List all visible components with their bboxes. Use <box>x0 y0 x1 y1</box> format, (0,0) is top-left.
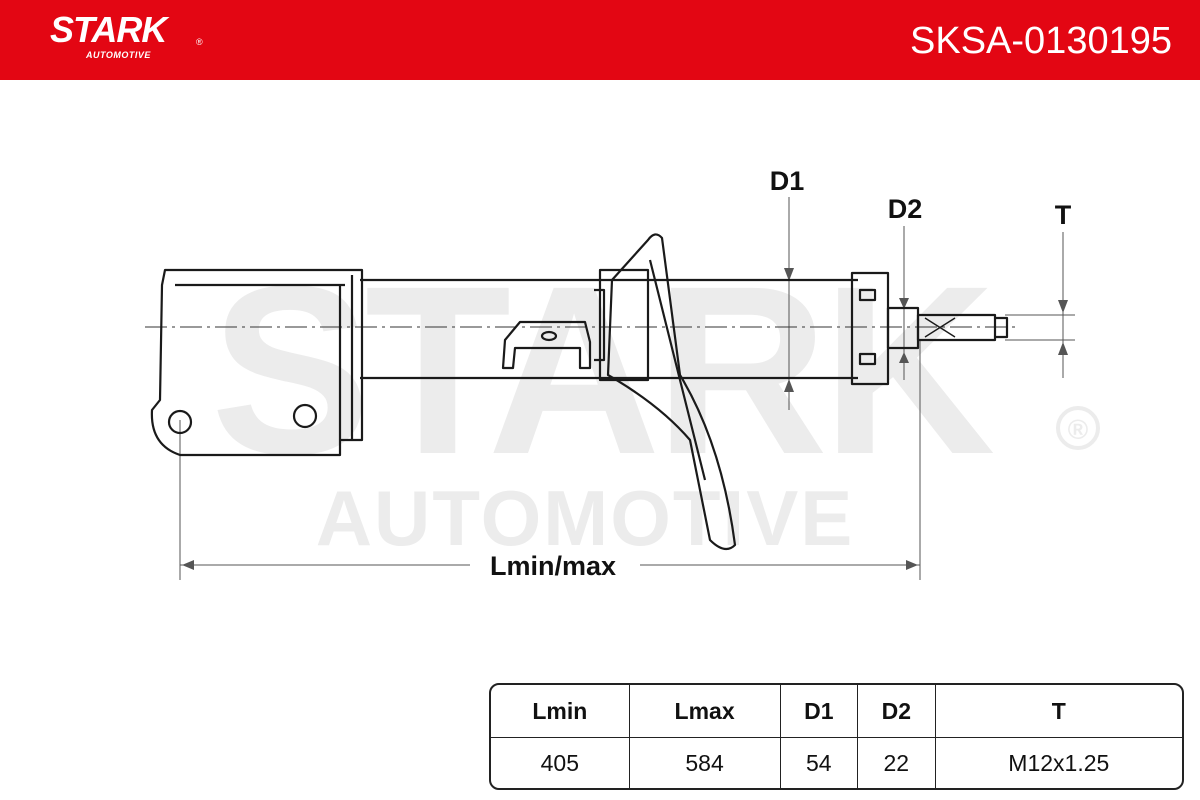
shock-absorber-diagram: STARK AUTOMOTIVE ® <box>145 166 1100 581</box>
spec-value-t: M12x1.25 <box>1008 749 1110 776</box>
piston-rod-thread <box>916 313 997 342</box>
upper-nut-collar <box>850 271 890 386</box>
label-d1: D1 <box>770 166 805 196</box>
logo-registered-mark: ® <box>196 37 203 47</box>
logo-subtext: AUTOMOTIVE <box>86 50 151 60</box>
spec-value-d2: 22 <box>858 738 936 788</box>
dimension-arrows <box>182 268 1068 570</box>
part-number: SKSA-0130195 <box>910 20 1172 62</box>
label-length: Lmin/max <box>490 551 616 581</box>
spec-value-lmin: 405 <box>491 738 630 788</box>
watermark-stark: STARK <box>211 236 995 504</box>
watermark-registered: ® <box>1068 414 1089 445</box>
spec-header-d2: D2 <box>858 685 936 738</box>
label-d2: D2 <box>888 194 923 224</box>
header-bar: STARK ® AUTOMOTIVE SKSA-0130195 <box>0 0 1200 80</box>
spec-table: Lmin Lmax D1 D2 T 405 584 54 22 M12x1.25 <box>489 683 1184 790</box>
upper-bushing <box>886 306 920 350</box>
stark-logo: STARK <box>50 9 167 50</box>
watermark-registered-circle <box>1056 406 1100 450</box>
brake-line-clamp <box>501 320 592 370</box>
spec-header-lmax: Lmax <box>629 685 781 738</box>
mount-hole-2 <box>292 403 318 429</box>
spec-value-row: 405 584 54 22 M12x1.25 <box>491 738 1182 788</box>
spring-seat-plate <box>606 233 737 551</box>
main-tube <box>360 278 858 380</box>
spec-header-d1: D1 <box>780 685 859 738</box>
shock-absorber <box>150 233 1009 551</box>
spec-header-row: Lmin Lmax D1 D2 T <box>491 685 1182 738</box>
spec-header-t: T <box>935 685 1182 738</box>
label-t: T <box>1055 200 1072 230</box>
dimension-lines <box>179 197 1075 580</box>
watermark-automotive: AUTOMOTIVE <box>316 474 855 562</box>
spring-seat-collar <box>598 268 650 382</box>
spec-value-d1: 54 <box>781 738 859 788</box>
spec-header-lmin: Lmin <box>491 685 630 738</box>
spec-value-lmax: 584 <box>630 738 781 788</box>
mount-hole-1 <box>167 409 193 435</box>
